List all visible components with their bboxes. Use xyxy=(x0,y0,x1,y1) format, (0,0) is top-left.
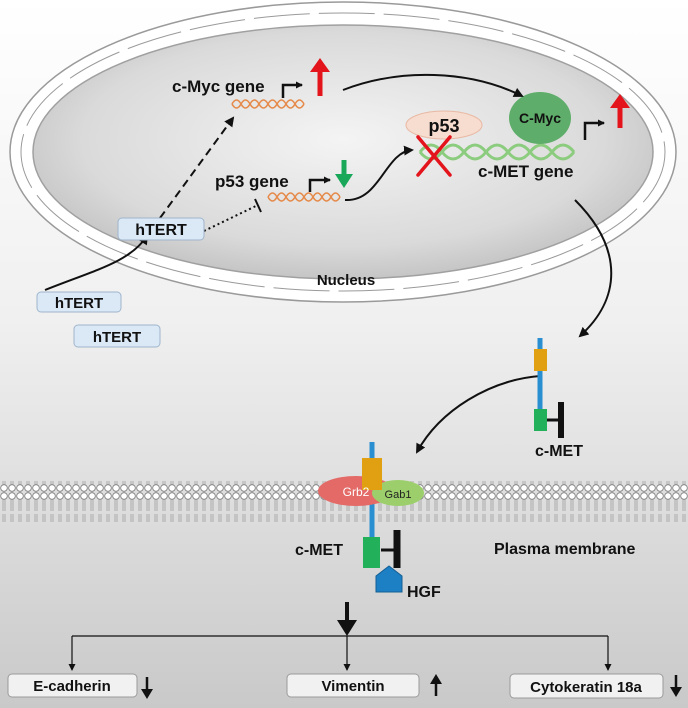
output-label-e-cadherin: E-cadherin xyxy=(33,678,111,695)
grb2-label: Grb2 xyxy=(343,485,370,499)
vimentin-up-arrow-icon xyxy=(430,674,442,696)
p53-gene-dna xyxy=(267,192,341,202)
cmet-transcription-icon xyxy=(583,119,605,140)
cmet-receptor-cytoplasmic xyxy=(534,338,564,438)
cmet-gene-to-receptor-arrow xyxy=(574,199,613,338)
p53-transcription-icon xyxy=(308,176,331,192)
e-cadherin-box xyxy=(7,673,138,698)
inhibition-cross-icon xyxy=(416,135,452,177)
p53-protein-label: p53 xyxy=(428,116,459,136)
cytokeratin-box xyxy=(509,673,664,699)
cmyc-transcription-icon xyxy=(281,81,303,98)
htert-cytoplasmic-box-1 xyxy=(36,291,122,313)
hgf-ligand xyxy=(375,565,403,593)
gab1-protein xyxy=(372,480,424,506)
plasma-membrane-label: Plasma membrane xyxy=(494,541,636,558)
e-cadherin-down-arrow-icon xyxy=(141,677,153,699)
downregulation-arrowhead-icon xyxy=(335,174,353,188)
nucleus xyxy=(9,1,677,303)
htert-nuclear-box xyxy=(117,217,205,241)
cmyc-protein-label: C-Myc xyxy=(519,110,561,126)
hgf-label: HGF xyxy=(407,584,441,601)
cmet-gene-dna xyxy=(418,143,576,161)
nuclear-pores xyxy=(20,12,666,292)
cmet-receptor-membrane xyxy=(318,442,424,593)
vimentin-box xyxy=(286,673,420,698)
downstream-branch-lines xyxy=(68,635,612,671)
p53-protein xyxy=(405,110,483,140)
upregulation-arrowhead-icon xyxy=(310,58,330,72)
htert-cytoplasmic-box-2 xyxy=(73,324,161,348)
cmyc-to-protein-arrow xyxy=(342,73,524,97)
cmyc-gene-dna xyxy=(231,99,305,109)
p53-gene-label: p53 gene xyxy=(215,172,289,191)
cmet-gene-label: c-MET gene xyxy=(478,162,573,181)
gab1-label: Gab1 xyxy=(385,489,412,501)
downstream-arrow-icon xyxy=(337,602,357,636)
inhibition-bar-icon xyxy=(254,198,262,213)
htert-activates-cmyc-arrow xyxy=(159,116,235,219)
p53-to-cmet-arrow xyxy=(344,145,414,202)
receptor-to-membrane-arrow xyxy=(416,375,541,454)
cmet-receptor-label: c-MET xyxy=(535,443,583,460)
output-label-cytokeratin: Cytokeratin 18a xyxy=(530,679,642,696)
output-label-vimentin: Vimentin xyxy=(321,678,384,695)
htert-nuclear-label: hTERT xyxy=(135,222,187,239)
cmyc-protein xyxy=(509,92,571,144)
htert-cytoplasmic-label-2: hTERT xyxy=(93,329,141,346)
nucleoplasm xyxy=(32,24,654,280)
cytokeratin-down-arrow-icon xyxy=(670,675,682,697)
cmet-upregulation-arrowhead-icon xyxy=(610,94,630,108)
htert-nuclear-import-arrow xyxy=(44,234,149,291)
cmet-membrane-label: c-MET xyxy=(295,542,343,559)
nucleus-label: Nucleus xyxy=(317,272,375,289)
cmyc-gene-label: c-Myc gene xyxy=(172,77,265,96)
htert-cytoplasmic-label-1: hTERT xyxy=(55,295,103,312)
